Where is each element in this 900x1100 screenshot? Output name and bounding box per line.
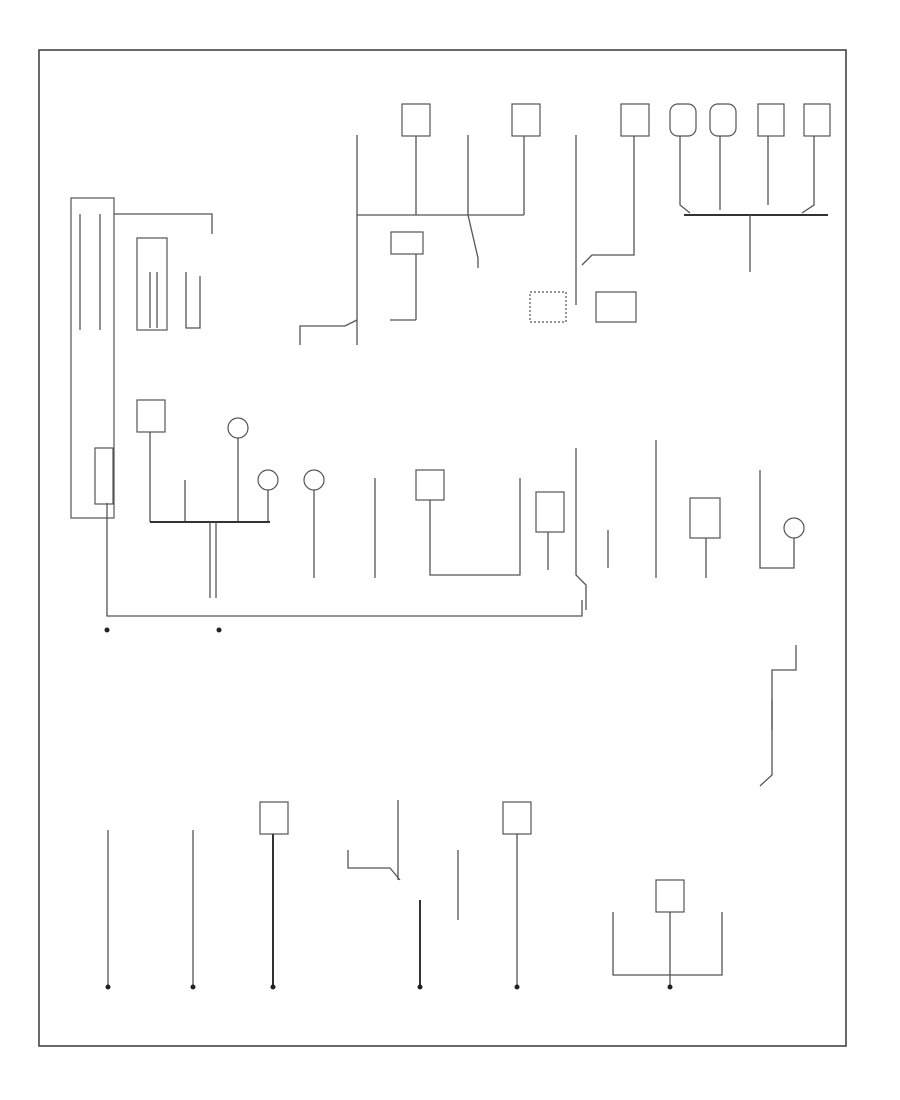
center-group <box>415 440 805 610</box>
connector-tr-3 <box>757 103 785 137</box>
ground-mid-left <box>104 627 110 633</box>
ml-drop <box>209 522 217 598</box>
lamp-ml-2 <box>257 469 279 491</box>
bottom-center-group <box>347 800 532 990</box>
relay-coil-b <box>185 272 201 329</box>
lamp-ml-3 <box>303 469 325 491</box>
connector-bl-3 <box>259 801 289 835</box>
wire-top-6 <box>581 136 635 266</box>
connector-tr-4 <box>803 103 831 137</box>
relay-block-group <box>70 197 213 519</box>
wire-bc-1 <box>347 850 401 881</box>
connector-tr-1 <box>669 103 697 137</box>
ground-bc-2 <box>514 984 520 990</box>
wire-c-1 <box>429 478 521 576</box>
ground-bl-3 <box>270 984 276 990</box>
connector-top-4 <box>511 103 541 137</box>
wire-tr-4 <box>801 136 815 214</box>
relay-coil-a <box>149 272 158 328</box>
wire-c-7 <box>759 470 795 569</box>
top-connectors-group <box>299 103 650 345</box>
component-mid-a <box>390 231 424 255</box>
connector-top-6 <box>620 103 650 137</box>
wire-tr-1 <box>679 136 691 214</box>
middle-left-group <box>136 399 376 598</box>
relay-switch-a <box>136 237 168 331</box>
component-mid-c <box>595 291 637 323</box>
right-middle-group <box>759 645 797 787</box>
component-mid-b <box>529 291 567 323</box>
lamp-ml-1 <box>227 417 249 439</box>
connector-bc-5 <box>502 801 532 835</box>
top-right-group <box>669 103 831 272</box>
ground-mid-center <box>216 627 222 633</box>
wire-br-1 <box>612 912 723 976</box>
connector-ml-1 <box>136 399 166 433</box>
relay-block-bus <box>114 213 213 234</box>
connector-c-1 <box>415 469 445 501</box>
bottom-left-group <box>105 801 289 990</box>
ground-bl-1 <box>105 984 111 990</box>
splice-branch-1 <box>467 214 479 268</box>
connector-c-6 <box>689 497 721 539</box>
main-ground-return <box>106 503 583 617</box>
connector-tr-2 <box>709 103 737 137</box>
wire-rm-1 <box>759 645 797 787</box>
ground-bl-2 <box>190 984 196 990</box>
battery-junction <box>94 447 114 505</box>
diagram-frame <box>38 49 847 1047</box>
ground-branch-top <box>299 319 416 345</box>
lamp-c-7 <box>783 517 805 539</box>
ground-bc-1 <box>417 984 423 990</box>
ground-br-1 <box>667 984 673 990</box>
connector-c-2 <box>535 491 565 533</box>
bottom-right-group <box>612 879 723 990</box>
connector-top-2 <box>401 103 431 137</box>
connector-br-2 <box>655 879 685 913</box>
wire-c-3 <box>575 448 587 610</box>
